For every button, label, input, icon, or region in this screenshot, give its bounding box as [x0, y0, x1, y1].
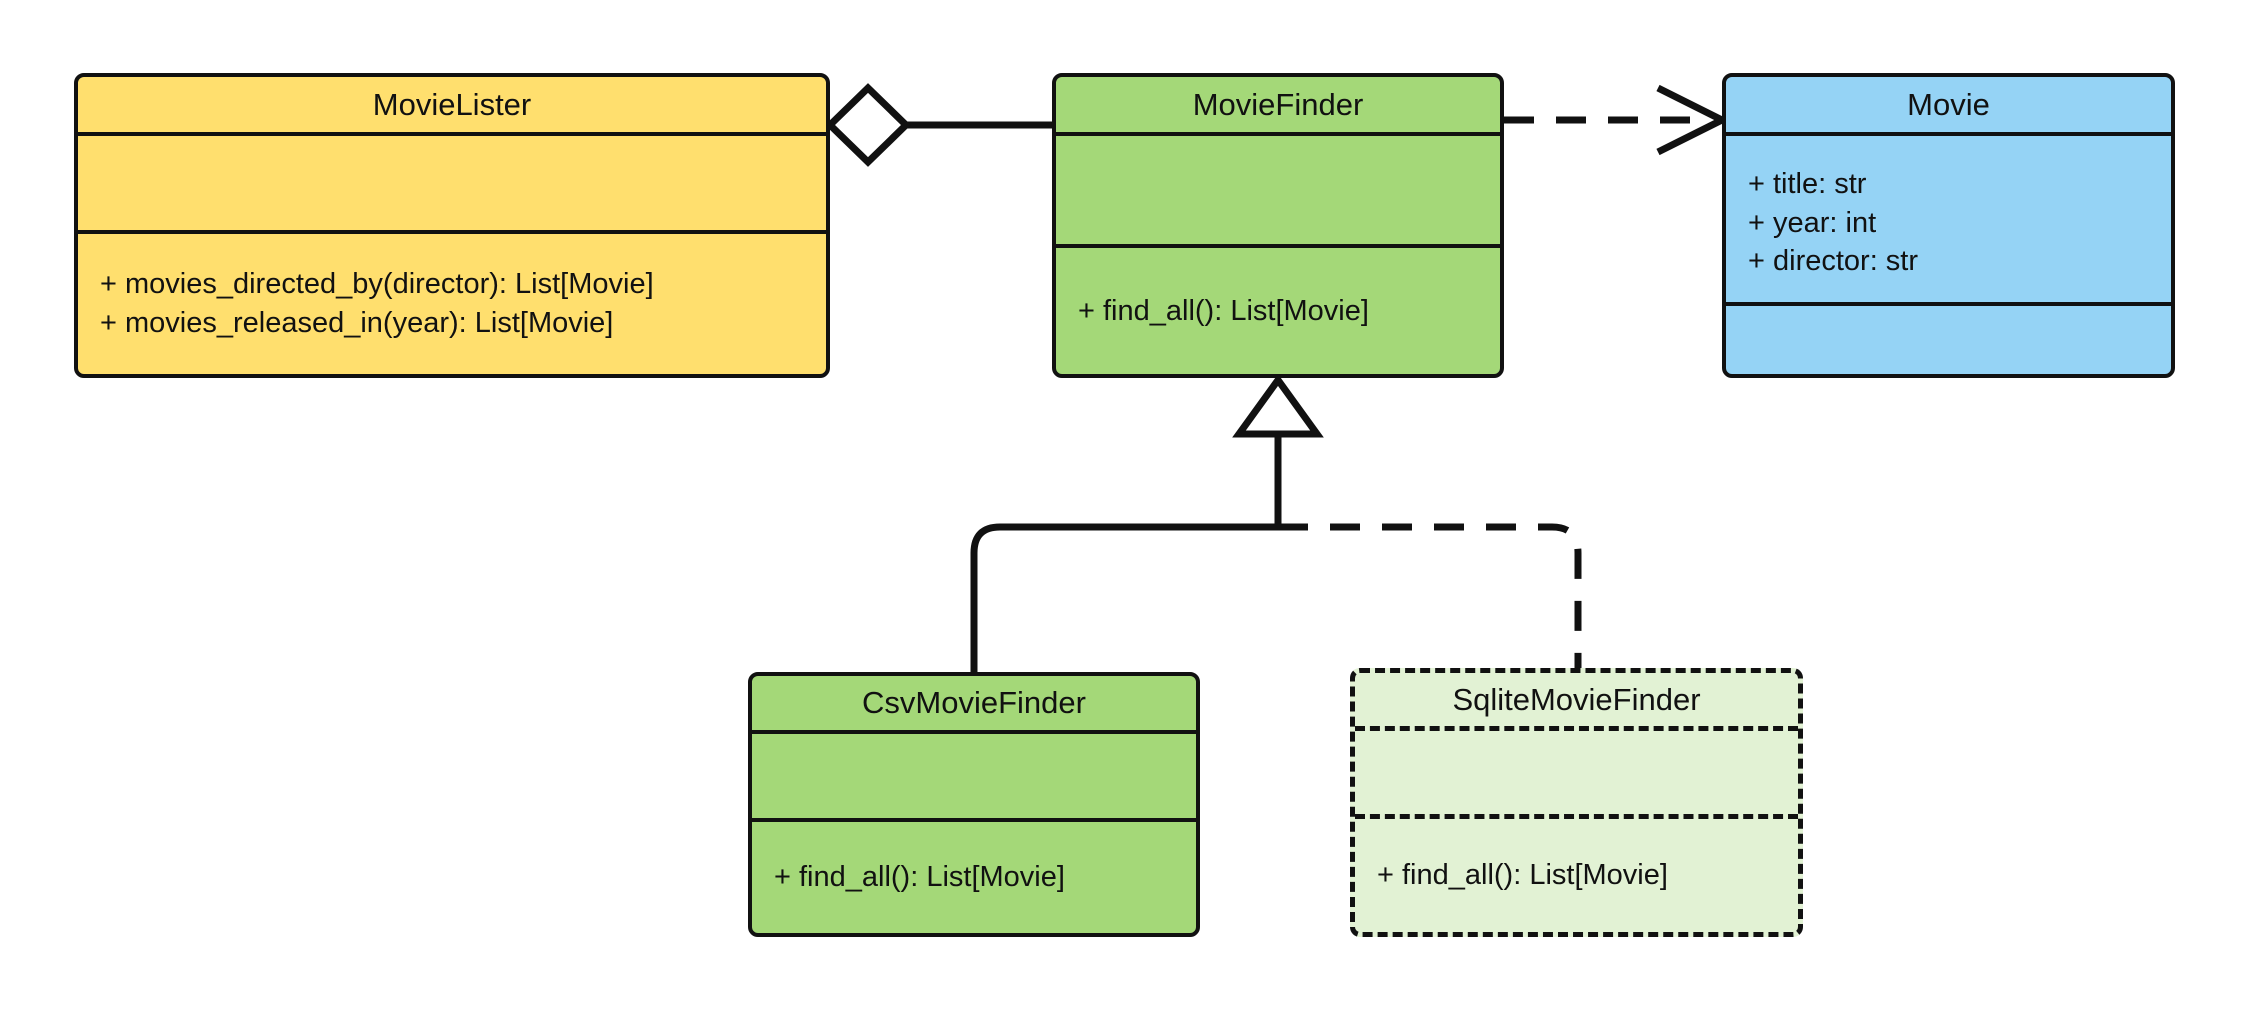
class-method-item: + find_all(): List[Movie]: [1078, 294, 1369, 327]
class-methods-compartment: + find_all(): List[Movie]: [752, 822, 1196, 933]
class-name-label: CsvMovieFinder: [862, 685, 1086, 721]
class-title-compartment: MovieFinder: [1056, 77, 1500, 136]
class-title-compartment: SqliteMovieFinder: [1355, 673, 1798, 731]
class-method-item: + movies_released_in(year): List[Movie]: [100, 307, 614, 339]
class-methods-compartment: + movies_directed_by(director): List[Mov…: [78, 234, 826, 374]
class-name-label: Movie: [1907, 86, 1990, 122]
class-attributes-compartment: [78, 136, 826, 234]
class-methods-compartment: + find_all(): List[Movie]: [1355, 819, 1798, 932]
class-attributes-compartment: + title: str + year: int + director: str: [1726, 136, 2171, 306]
hollow-diamond-icon: [824, 83, 912, 167]
class-attribute-item: + director: str: [1748, 245, 1919, 278]
uml-class-csvmoviefinder[interactable]: CsvMovieFinder + find_all(): List[Movie]: [748, 672, 1200, 937]
uml-class-movie[interactable]: Movie + title: str + year: int + directo…: [1722, 73, 2175, 378]
class-name-label: MovieLister: [372, 86, 532, 122]
class-name-label: SqliteMovieFinder: [1452, 681, 1701, 717]
class-method-item: + find_all(): List[Movie]: [774, 861, 1065, 894]
class-methods-compartment: [1726, 306, 2171, 374]
class-method-item: + find_all(): List[Movie]: [1377, 859, 1668, 892]
uml-class-sqlitemoviefinder[interactable]: SqliteMovieFinder + find_all(): List[Mov…: [1350, 668, 1803, 937]
aggregation-movielister-moviefinder: [824, 83, 1052, 167]
class-methods-compartment: + find_all(): List[Movie]: [1056, 248, 1500, 374]
generalization-branch-csvmoviefinder: [970, 523, 1278, 672]
class-attribute-item: + title: str: [1748, 168, 1867, 201]
class-title-compartment: CsvMovieFinder: [752, 676, 1196, 734]
class-title-compartment: Movie: [1726, 77, 2171, 136]
uml-class-moviefinder[interactable]: MovieFinder + find_all(): List[Movie]: [1052, 73, 1504, 378]
generalization-branch-sqlitemoviefinder: [1278, 523, 1582, 668]
class-name-label: MovieFinder: [1192, 86, 1364, 122]
class-attribute-item: + year: int: [1748, 206, 1877, 239]
class-attributes-compartment: [752, 734, 1196, 822]
uml-class-movielister[interactable]: MovieLister + movies_directed_by(directo…: [74, 73, 830, 378]
hollow-triangle-icon: [1232, 374, 1324, 438]
class-title-compartment: MovieLister: [78, 77, 826, 136]
generalization-trunk: [1232, 374, 1324, 527]
class-attributes-compartment: [1355, 731, 1798, 819]
class-attributes-compartment: [1056, 136, 1500, 248]
dependency-moviefinder-movie: [1504, 84, 1730, 156]
class-method-item: + movies_directed_by(director): List[Mov…: [100, 268, 654, 301]
